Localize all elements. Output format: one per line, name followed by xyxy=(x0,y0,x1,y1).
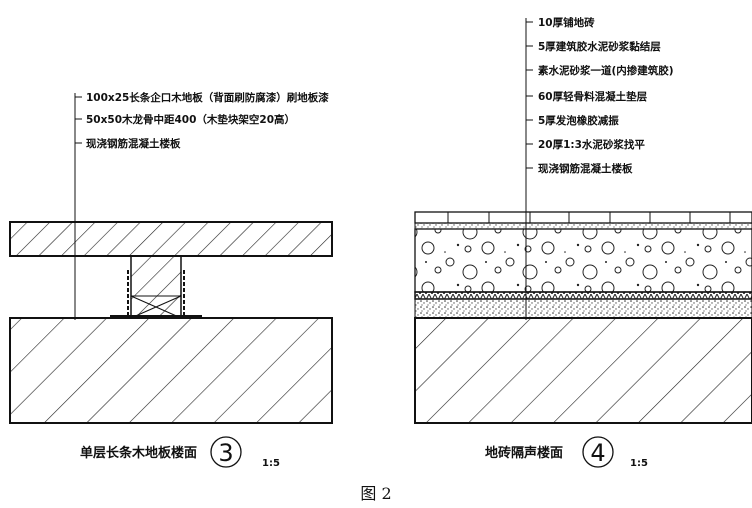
concrete-slab xyxy=(414,317,752,424)
detail-3-wood-floor: 100x25长条企口木地板（背面刷防腐漆）刷地板漆 50x50木龙骨中距400（… xyxy=(9,91,333,469)
mortar-leveling xyxy=(414,298,752,319)
detail-number: 4 xyxy=(590,439,605,467)
layer-label: 10厚铺地砖 xyxy=(538,16,595,29)
layer-label: 100x25长条企口木地板（背面刷防腐漆）刷地板漆 xyxy=(86,91,329,104)
layer-label: 现浇钢筋混凝土楼板 xyxy=(538,162,633,175)
layer-label: 20厚1:3水泥砂浆找平 xyxy=(538,138,645,151)
figure-caption: 图 2 xyxy=(360,484,391,503)
layer-label: 现浇钢筋混凝土楼板 xyxy=(86,137,181,150)
detail-number: 3 xyxy=(218,439,233,467)
layer-label: 5厚建筑胶水泥砂浆黏结层 xyxy=(538,40,661,53)
wood-floorboard xyxy=(9,221,333,257)
wood-joist xyxy=(130,255,182,319)
floor-tile xyxy=(414,211,752,224)
detail-title: 单层长条木地板楼面 xyxy=(80,445,197,461)
detail-scale: 1:5 xyxy=(262,458,280,469)
detail-title: 地砖隔声楼面 xyxy=(485,445,563,461)
detail-4-tile-floor: 10厚铺地砖 5厚建筑胶水泥砂浆黏结层 素水泥砂浆一道(内掺建筑胶) 60厚轻骨… xyxy=(414,16,752,469)
detail-scale: 1:5 xyxy=(630,458,648,469)
layer-label: 5厚发泡橡胶减振 xyxy=(538,114,619,127)
layer-label: 素水泥砂浆一道(内掺建筑胶) xyxy=(537,64,674,77)
concrete-slab xyxy=(9,317,333,424)
lightweight-concrete xyxy=(414,228,752,293)
layer-label: 50x50木龙骨中距400（木垫块架空20高） xyxy=(86,113,295,126)
rubber-layer xyxy=(414,291,752,300)
adhesive-layer xyxy=(414,222,752,230)
layer-label: 60厚轻骨料混凝土垫层 xyxy=(538,90,648,103)
